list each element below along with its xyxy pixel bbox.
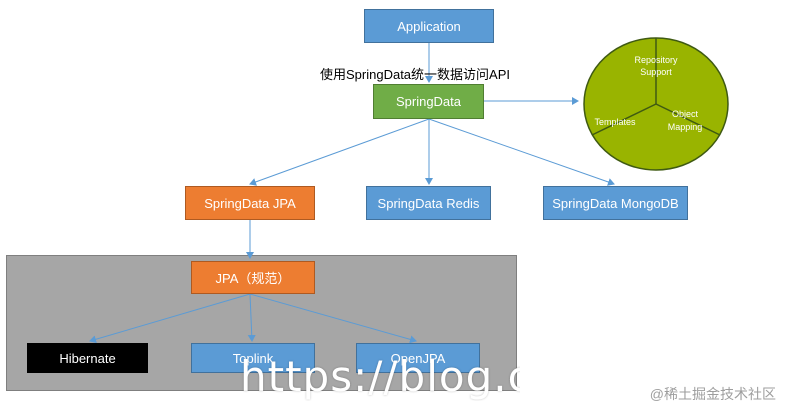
unified-api-caption: 使用SpringData统一数据访问API xyxy=(320,67,510,82)
templates-label: Templates xyxy=(594,117,636,127)
blog-watermark: https://blog.csdn xyxy=(240,352,520,401)
jpa-spec-node: JPA（规范） xyxy=(191,261,315,294)
toplink-node: Toplink xyxy=(191,343,315,373)
springdata-mongodb-node: SpringData MongoDB xyxy=(543,186,688,220)
features-divider-right xyxy=(655,103,721,136)
object-mapping-label-line1: Object xyxy=(672,109,699,119)
brand-watermark: @稀土掘金技术社区 xyxy=(649,386,776,402)
application-node: Application xyxy=(364,9,494,43)
repository-support-label-line2: Support xyxy=(640,67,672,77)
connector-springdata-jpa xyxy=(249,118,430,186)
object-mapping-label-line2: Mapping xyxy=(668,122,703,132)
repository-support-label-line1: Repository xyxy=(634,55,678,65)
springdata-node: SpringData xyxy=(373,84,484,119)
hibernate-node: Hibernate xyxy=(27,343,148,373)
features-divider-left xyxy=(591,103,657,136)
springdata-jpa-node: SpringData JPA xyxy=(185,186,315,220)
springdata-redis-node: SpringData Redis xyxy=(366,186,491,220)
openjpa-node: OpenJPA xyxy=(356,343,480,373)
springdata-features-circle: Repository Support Templates Object Mapp… xyxy=(583,37,729,171)
